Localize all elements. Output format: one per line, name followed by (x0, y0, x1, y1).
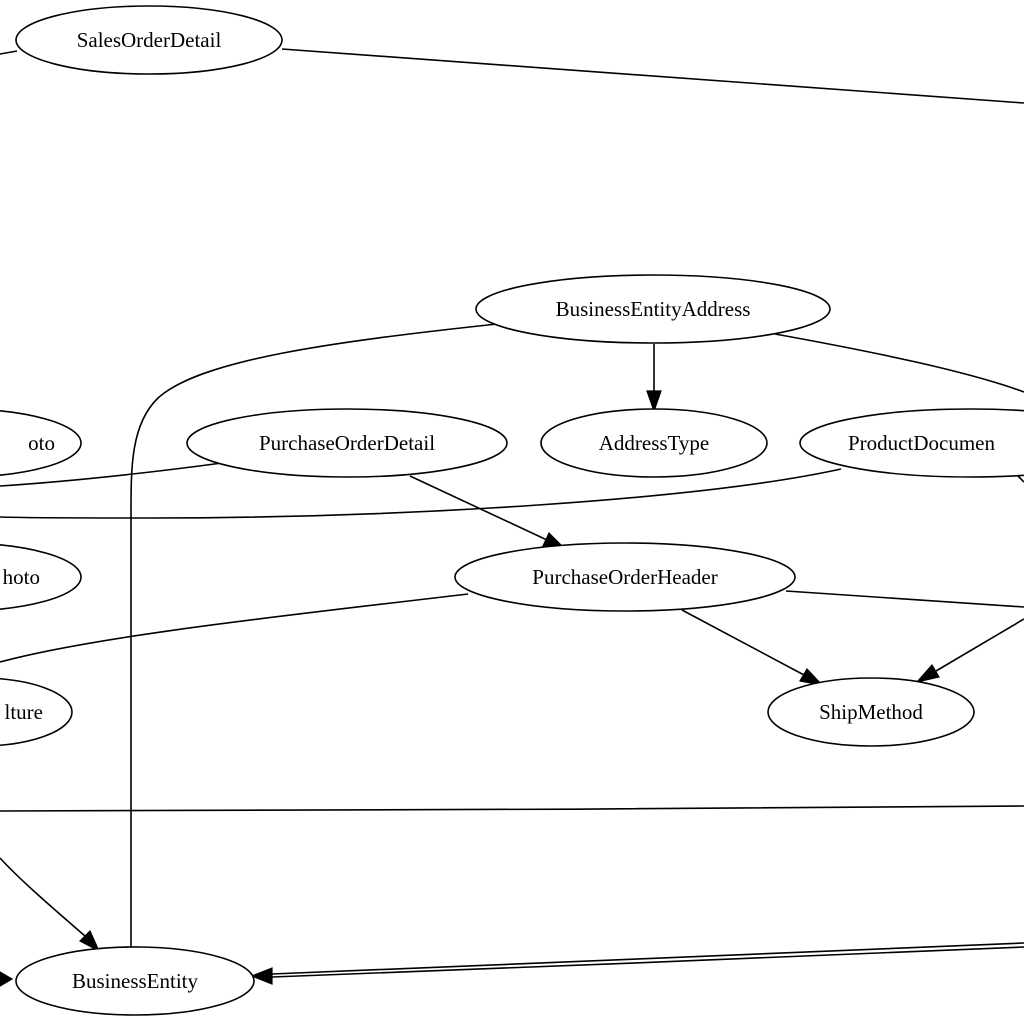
edge-sales-order-detail-left (0, 50, 18, 55)
node-photo-b-shape (0, 544, 82, 610)
node-purchase-order-header[interactable]: PurchaseOrderHeader (454, 542, 796, 612)
edge-left-to-business-entity (0, 857, 86, 937)
edge-offscreen-to-ship-method (935, 618, 1024, 672)
node-photo-b[interactable]: hoto (0, 543, 82, 611)
node-culture[interactable]: lture (0, 678, 73, 746)
node-address-type-label: AddressType (599, 431, 710, 455)
arrow-left-to-business-entity (78, 929, 101, 953)
node-ship-method-label: ShipMethod (819, 700, 923, 724)
edge-product-document-left (0, 468, 842, 519)
node-business-entity-address-shape (475, 274, 831, 344)
arrow-offscreen-to-ship-method (915, 663, 940, 683)
node-photo-a-label: oto (28, 431, 55, 455)
node-purchase-order-detail[interactable]: PurchaseOrderDetail (186, 408, 508, 478)
node-purchase-order-detail-shape (186, 408, 508, 478)
edge-right-to-business-entity-parallel (271, 946, 1024, 978)
node-address-type[interactable]: AddressType (540, 408, 768, 478)
edge-business-entity-address-to-business-entity (130, 323, 498, 948)
edge-purchase-order-header-left (0, 593, 469, 663)
node-product-document[interactable]: ProductDocumen (799, 408, 1024, 478)
node-purchase-order-header-label: PurchaseOrderHeader (532, 565, 717, 589)
node-ship-method[interactable]: ShipMethod (767, 677, 975, 747)
edge-purchase-order-header-right (785, 590, 1024, 608)
edge-purchase-order-detail-to-purchase-order-header (409, 475, 548, 541)
arrow-purchase-order-header-to-ship-method (799, 668, 824, 686)
edge-business-entity-address-right (774, 333, 1024, 393)
edge-sales-order-detail-right (281, 48, 1024, 104)
edges (0, 48, 1024, 987)
arrow-right-to-business-entity (250, 967, 273, 985)
node-business-entity[interactable]: BusinessEntity (15, 946, 255, 1016)
node-sales-order-detail[interactable]: SalesOrderDetail (15, 5, 283, 75)
node-address-type-shape (540, 408, 768, 478)
node-sales-order-detail-label: SalesOrderDetail (77, 28, 222, 52)
node-sales-order-detail-shape (15, 5, 283, 75)
nodes: SalesOrderDetail BusinessEntityAddress o… (0, 5, 1024, 1016)
arrow-business-entity-left-stub (0, 971, 14, 987)
edge-lower-horizontal (0, 805, 1024, 812)
node-business-entity-label: BusinessEntity (72, 969, 199, 993)
node-ship-method-shape (767, 677, 975, 747)
node-culture-shape (0, 678, 73, 746)
node-photo-b-label: hoto (3, 565, 40, 589)
node-purchase-order-detail-label: PurchaseOrderDetail (259, 431, 435, 455)
node-product-document-label: ProductDocumen (848, 431, 995, 455)
node-culture-label: lture (5, 700, 43, 724)
node-purchase-order-header-shape (454, 542, 796, 612)
arrow-business-entity-address-to-address-type (646, 390, 662, 413)
node-product-document-shape (799, 408, 1024, 478)
edge-right-to-business-entity (271, 942, 1024, 975)
edge-purchase-order-detail-left (0, 462, 223, 487)
node-photo-a-shape (0, 410, 82, 476)
node-photo-a[interactable]: oto (0, 409, 82, 477)
edge-purchase-order-header-to-ship-method (681, 609, 805, 676)
node-business-entity-address-label: BusinessEntityAddress (556, 297, 751, 321)
node-business-entity-shape (15, 946, 255, 1016)
node-business-entity-address[interactable]: BusinessEntityAddress (475, 274, 831, 344)
